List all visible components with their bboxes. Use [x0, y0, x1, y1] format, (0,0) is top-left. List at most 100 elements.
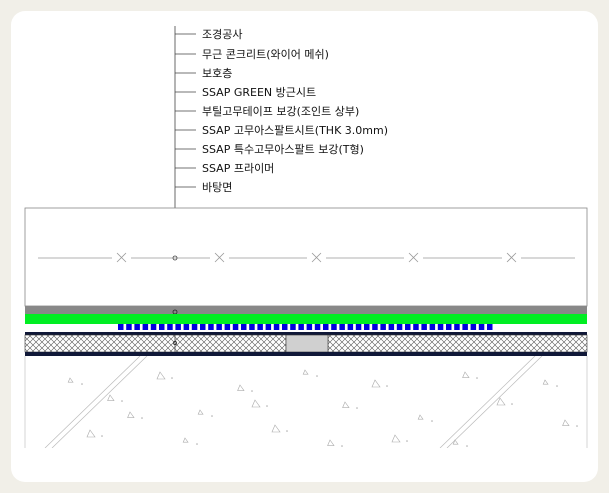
label-primer: SSAP 프라이머 — [202, 162, 274, 175]
butyl-tape-segment — [265, 324, 272, 330]
label-rubber-asphalt-sheet: SSAP 고무아스팔트시트(THK 3.0mm) — [202, 124, 388, 137]
butyl-tape-segment — [331, 324, 337, 330]
butyl-tape-segment — [257, 324, 263, 330]
aggregate-dot — [196, 443, 198, 445]
label-protection-layer: 보호층 — [202, 67, 232, 80]
primer-line — [25, 352, 587, 356]
butyl-tape-segment — [421, 324, 427, 330]
aggregate-mark — [237, 384, 245, 391]
aggregate-dot — [286, 430, 288, 432]
butyl-tape-segment — [150, 324, 157, 330]
aggregate-dot — [556, 385, 558, 387]
substrate-slab — [25, 356, 587, 448]
butyl-tape-segment — [380, 324, 386, 330]
aggregate-mark — [327, 439, 335, 446]
aggregate-mark — [542, 379, 549, 385]
aggregate-dot — [511, 403, 513, 405]
butyl-tape-segment — [462, 324, 468, 330]
label-special-asphalt-reinforce: SSAP 특수고무아스팔트 보강(T형) — [202, 143, 364, 156]
aggregate-dot — [211, 415, 213, 417]
label-landscape: 조경공사 — [202, 28, 242, 41]
butyl-tape-segment — [323, 324, 329, 330]
layer-labels: 조경공사 무근 콘크리트(와이어 메쉬) 보호층 SSAP GREEN 방근시트… — [175, 28, 388, 194]
label-green-root-sheet: SSAP GREEN 방근시트 — [202, 86, 316, 99]
aggregate-mark — [452, 439, 459, 445]
butyl-tape-segment — [339, 324, 345, 330]
butyl-tape-segment — [470, 324, 477, 330]
aggregate-mark — [127, 411, 135, 418]
aggregate-dot — [466, 445, 468, 447]
butyl-tape-segment — [224, 324, 231, 330]
aggregate-mark — [251, 399, 261, 408]
rubber-asphalt-sheet-top — [25, 332, 587, 335]
butyl-tape-segment — [355, 324, 362, 330]
tape-gap — [25, 324, 587, 332]
aggregate-mark — [67, 377, 74, 383]
butyl-tape-segment — [142, 324, 149, 330]
butyl-tape-segment — [290, 324, 296, 330]
aggregate-dot — [141, 417, 143, 419]
label-substrate: 바탕면 — [202, 181, 232, 194]
label-butyl-tape: 부틸고무테이프 보강(조인트 상부) — [202, 105, 359, 118]
dot-icon — [172, 255, 178, 261]
aggregate-dot — [406, 440, 408, 442]
butyl-tape-segment — [208, 324, 214, 330]
butyl-tape-segment — [478, 324, 485, 330]
aggregate-mark — [271, 424, 281, 433]
butyl-tape-segment — [216, 324, 222, 330]
butyl-tape-segment — [306, 324, 313, 330]
aggregate-mark — [562, 419, 570, 426]
aggregate-mark — [391, 434, 401, 443]
plain-concrete-layer — [24, 207, 588, 307]
butyl-tape-segment — [298, 324, 304, 330]
butyl-tape-segment — [200, 324, 206, 330]
butyl-tape-segment — [282, 324, 288, 330]
aggregate-mark — [342, 401, 350, 408]
aggregate-dot — [121, 400, 123, 402]
butyl-tape-segment — [429, 324, 436, 330]
butyl-tape-segment — [446, 324, 452, 330]
aggregate-mark — [462, 371, 470, 378]
butyl-tape-segment — [249, 324, 255, 330]
label-plain-concrete: 무근 콘크리트(와이어 메쉬) — [202, 48, 329, 61]
aggregate-dot — [316, 375, 318, 377]
butyl-tape-segment — [437, 324, 444, 330]
insulation-hatch-layer — [24, 334, 588, 353]
aggregate-dot — [386, 385, 388, 387]
butyl-tape-segment — [405, 324, 411, 330]
aggregate-dot — [266, 405, 268, 407]
aggregate-mark — [417, 414, 424, 420]
butyl-tape-segment — [372, 324, 378, 330]
butyl-tape-segment — [347, 324, 354, 330]
aggregate-dot — [101, 435, 103, 437]
butyl-tape-segment — [487, 324, 493, 330]
dot-icon — [173, 341, 177, 345]
aggregate-dot — [576, 425, 578, 427]
butyl-tape-segment — [134, 324, 140, 330]
butyl-tape-segment — [175, 324, 181, 330]
protection-layer — [25, 306, 587, 314]
aggregate-dot — [431, 420, 433, 422]
aggregate-mark — [182, 437, 189, 443]
butyl-tape-strip — [118, 324, 493, 330]
butyl-tape-segment — [273, 324, 280, 330]
aggregate-dot — [171, 377, 173, 379]
butyl-tape-segment — [159, 324, 165, 330]
butyl-tape-segment — [454, 324, 460, 330]
butyl-tape-segment — [241, 324, 247, 330]
aggregate-dot — [476, 377, 478, 379]
aggregate-mark — [371, 379, 381, 388]
joint-reinforcement — [285, 334, 329, 353]
butyl-tape-segment — [396, 324, 403, 330]
aggregate-mark — [107, 394, 115, 401]
aggregate-dot — [81, 383, 83, 385]
butyl-tape-segment — [364, 324, 370, 330]
aggregate-dot — [356, 407, 358, 409]
butyl-tape-segment — [183, 324, 190, 330]
aggregate-dot — [341, 445, 343, 447]
x-mark-icon — [116, 252, 517, 263]
aggregate-mark — [197, 409, 204, 415]
aggregate-mark — [86, 429, 96, 438]
aggregate-mark — [156, 371, 166, 380]
